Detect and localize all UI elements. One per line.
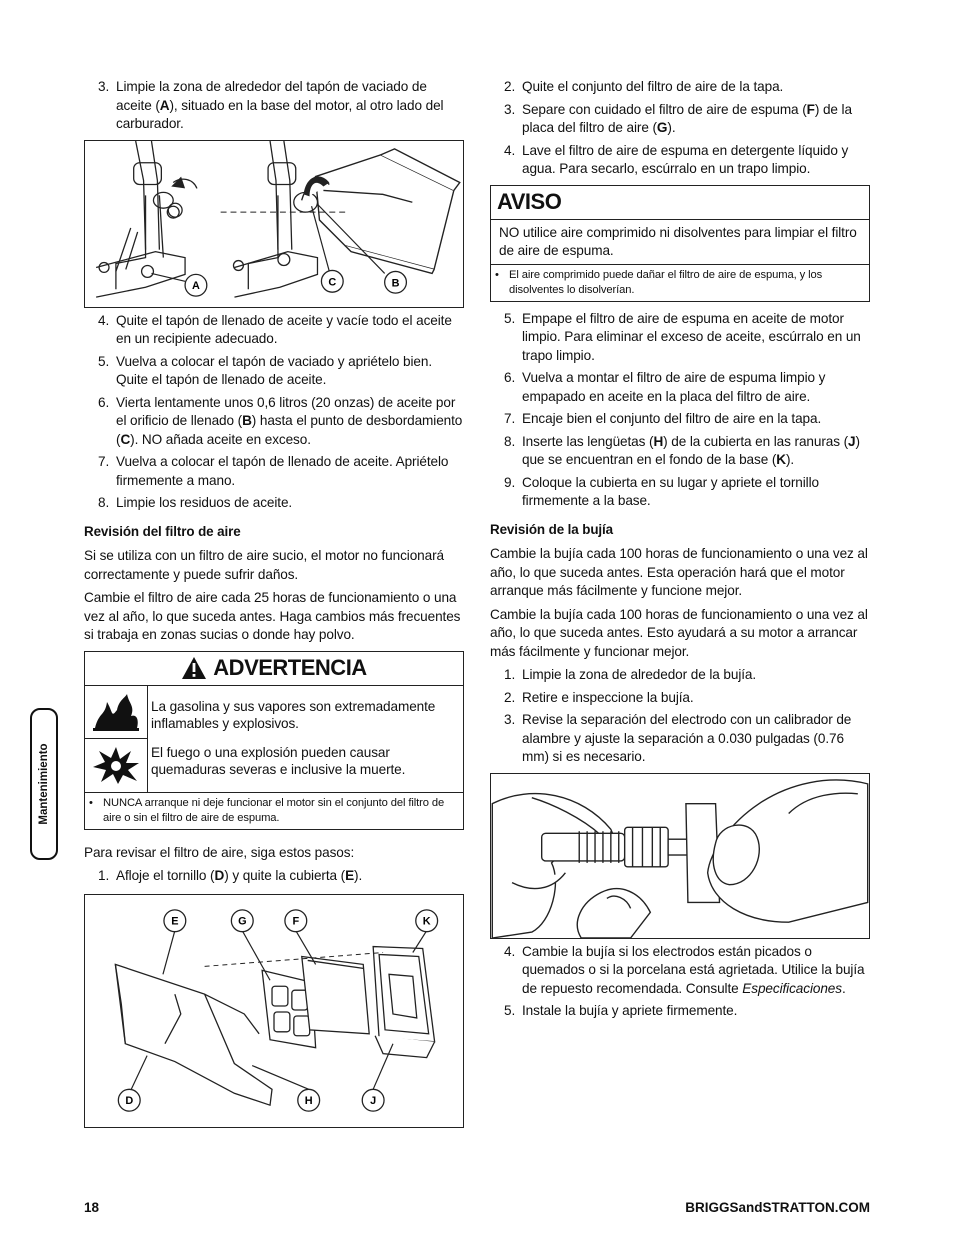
air-filter-paragraph-2: Cambie el filtro de aire cada 25 horas d…: [84, 590, 461, 642]
oil-drain-illustration: A C B: [95, 140, 461, 298]
plug-step-3: 3.Revise la separación del electrodo con…: [504, 712, 852, 764]
air-step-8: 8.Inserte las lengüetas (H) de la cubier…: [504, 433, 860, 468]
section-tab-label: Mantenimiento: [38, 743, 50, 825]
air-filter-heading: Revisión del filtro de aire: [84, 523, 241, 539]
label-k: K: [423, 915, 431, 927]
fire-icon: [93, 693, 139, 731]
warning-header: ADVERTENCIA: [85, 652, 463, 686]
air-step-3: 3.Separe con cuidado el filtro de aire d…: [504, 101, 852, 136]
label-h: H: [305, 1095, 313, 1107]
warning-line-2: El fuego o una explosión pueden causar q…: [151, 744, 406, 777]
plug-step-4: 4.Cambie la bujía si los electrodos está…: [504, 943, 865, 996]
warning-content: La gasolina y sus vapores son extremadam…: [85, 685, 463, 793]
notice-title: AVISO: [497, 188, 562, 214]
label-f: F: [293, 915, 300, 927]
warning-icons: [85, 685, 148, 792]
oil-step-8: 8.Limpie los residuos de aceite.: [98, 495, 293, 510]
air-step-5: 5.Empape el filtro de aire de espuma en …: [504, 310, 861, 363]
plug-step-5: 5.Instale la bujía y apriete firmemente.: [504, 1003, 738, 1018]
label-g: G: [238, 915, 246, 927]
air-step-4: 4.Lave el filtro de aire de espuma en de…: [504, 142, 849, 177]
air-filter-figure: E G F K D H J: [84, 893, 464, 1128]
spark-plug-paragraph-1: Cambie la bujía cada 100 horas de funcio…: [490, 546, 868, 598]
air-filter-intro: Para revisar el filtro de aire, siga est…: [84, 844, 355, 860]
oil-step-4: 4.Quite el tapón de llenado de aceite y …: [98, 312, 452, 347]
left-column: 3. Limpie la zona de alrededor del tapón…: [84, 78, 464, 1128]
oil-step-6: 6.Vierta lentamente unos 0,6 litros (20 …: [98, 394, 463, 447]
label-a: A: [192, 280, 200, 292]
oil-step-3: 3. Limpie la zona de alrededor del tapón…: [98, 79, 444, 131]
label-e: E: [171, 915, 178, 927]
spark-plug-figure: [490, 772, 870, 939]
air-step-2: 2.Quite el conjunto del filtro de aire d…: [504, 79, 784, 94]
spark-plug-paragraph-2: Cambie la bujía cada 100 horas de funcio…: [490, 606, 868, 659]
spark-plug-illustration: [491, 778, 869, 938]
right-column: 2.Quite el conjunto del filtro de aire d…: [490, 78, 870, 1025]
label-j: J: [370, 1095, 376, 1107]
air-filter-illustration: E G F K D H J: [114, 908, 439, 1112]
section-tab: Mantenimiento: [30, 708, 58, 860]
explosion-icon: [93, 747, 139, 785]
label-d: D: [125, 1095, 133, 1107]
air-step-7: 7.Encaje bien el conjunto del filtro de …: [504, 411, 822, 426]
oil-step-7: 7.Vuelva a colocar el tapón de llenado d…: [98, 454, 449, 488]
spark-plug-heading: Revisión de la bujía: [490, 521, 614, 537]
footer-website: BRIGGSandSTRATTON.COM: [685, 1200, 870, 1215]
oil-drain-figure: A C B: [84, 139, 464, 308]
air-step-9: 9.Coloque la cubierta en su lugar y apri…: [504, 474, 819, 509]
warning-line-1: La gasolina y sus vapores son extremadam…: [151, 698, 436, 731]
air-step-6: 6.Vuelva a montar el filtro de aire de e…: [504, 370, 826, 404]
warning-box: ADVERTENCIA La gasolina y sus: [84, 650, 464, 830]
notice-header: AVISO: [491, 186, 869, 220]
page-number: 18: [84, 1200, 100, 1215]
notice-text: NO utilice aire comprimido ni disolvente…: [491, 220, 869, 265]
plug-step-1: 1.Limpie la zona de alrededor de la bují…: [504, 667, 757, 682]
plug-step-2: 2.Retire e inspeccione la bujía.: [504, 689, 694, 705]
warning-bullet: •NUNCA arranque ni deje funcionar el mot…: [89, 796, 445, 824]
label-b: B: [392, 277, 400, 289]
notice-box: AVISO NO utilice aire comprimido ni diso…: [490, 184, 870, 302]
label-c: C: [328, 276, 336, 288]
air-filter-paragraph-1: Si se utiliza con un filtro de aire suci…: [84, 548, 444, 582]
warning-triangle-icon: [182, 657, 207, 679]
air-step-1: 1.Afloje el tornillo (D) y quite la cubi…: [98, 868, 363, 883]
warning-title: ADVERTENCIA: [213, 654, 367, 680]
oil-step-5: 5.Vuelva a colocar el tapón de vaciado y…: [98, 353, 433, 388]
notice-bullet: •El aire comprimido puede dañar el filtr…: [495, 268, 823, 296]
